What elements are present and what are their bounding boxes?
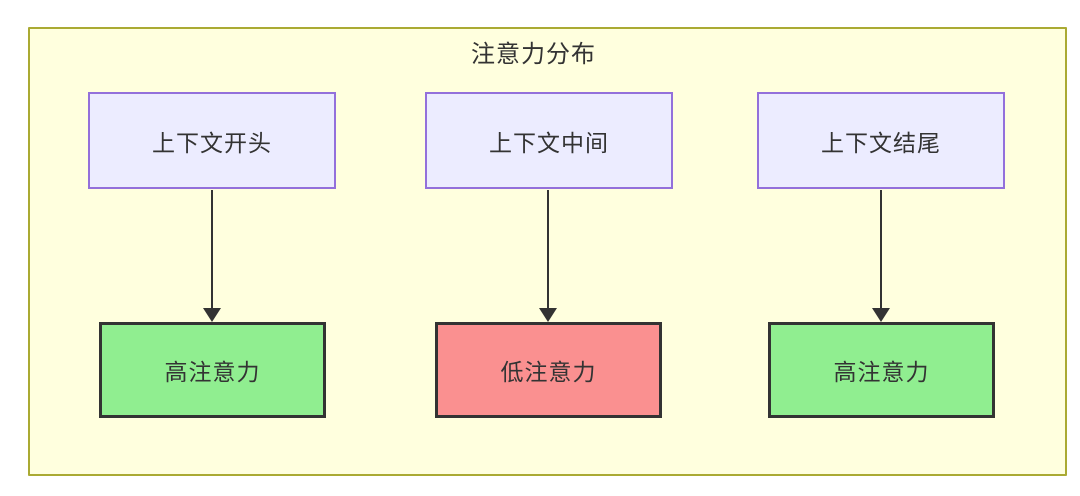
node-label: 上下文开头	[152, 129, 272, 156]
diagram-title: 注意力分布	[471, 41, 596, 68]
arrow-start-to-high	[203, 190, 221, 322]
node-low-attention: 低注意力	[435, 322, 662, 418]
node-label: 高注意力	[164, 359, 261, 385]
node-label: 高注意力	[833, 359, 930, 385]
node-high-attention-2: 高注意力	[768, 322, 995, 418]
arrow-end-to-high	[872, 190, 890, 322]
arrowhead-down-icon	[872, 308, 890, 322]
arrow-middle-to-low	[539, 190, 557, 322]
arrow-line	[211, 190, 213, 308]
node-label: 低注意力	[500, 359, 597, 385]
node-label: 上下文结尾	[821, 129, 941, 156]
arrow-line	[547, 190, 549, 308]
arrow-line	[880, 190, 882, 308]
node-label: 上下文中间	[489, 129, 609, 156]
node-high-attention-1: 高注意力	[99, 322, 326, 418]
arrowhead-down-icon	[203, 308, 221, 322]
node-context-middle: 上下文中间	[425, 92, 673, 189]
node-context-end: 上下文结尾	[757, 92, 1005, 189]
arrowhead-down-icon	[539, 308, 557, 322]
node-context-start: 上下文开头	[88, 92, 336, 189]
